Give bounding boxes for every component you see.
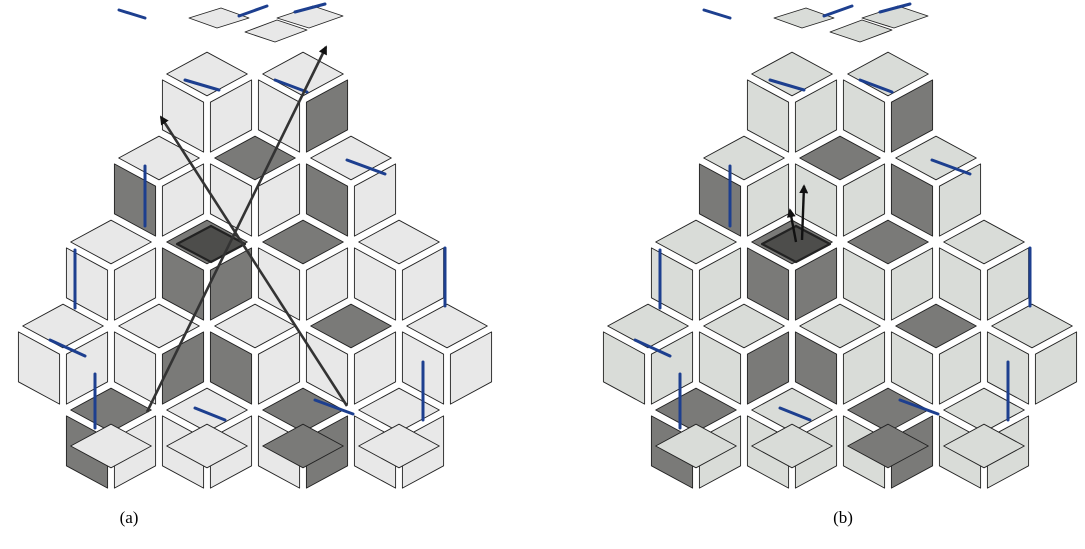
caption-b: (b) <box>813 508 873 528</box>
blue-edge-13 <box>704 10 730 18</box>
blue-edge-11 <box>824 6 852 16</box>
panel-b <box>603 4 1076 488</box>
panel-a <box>18 4 491 488</box>
blue-edge-13 <box>119 10 145 18</box>
cap-tile-0 <box>774 8 834 28</box>
cap-tile-0 <box>189 8 249 28</box>
blue-edge-11 <box>239 6 267 16</box>
caption-a: (a) <box>99 508 159 528</box>
